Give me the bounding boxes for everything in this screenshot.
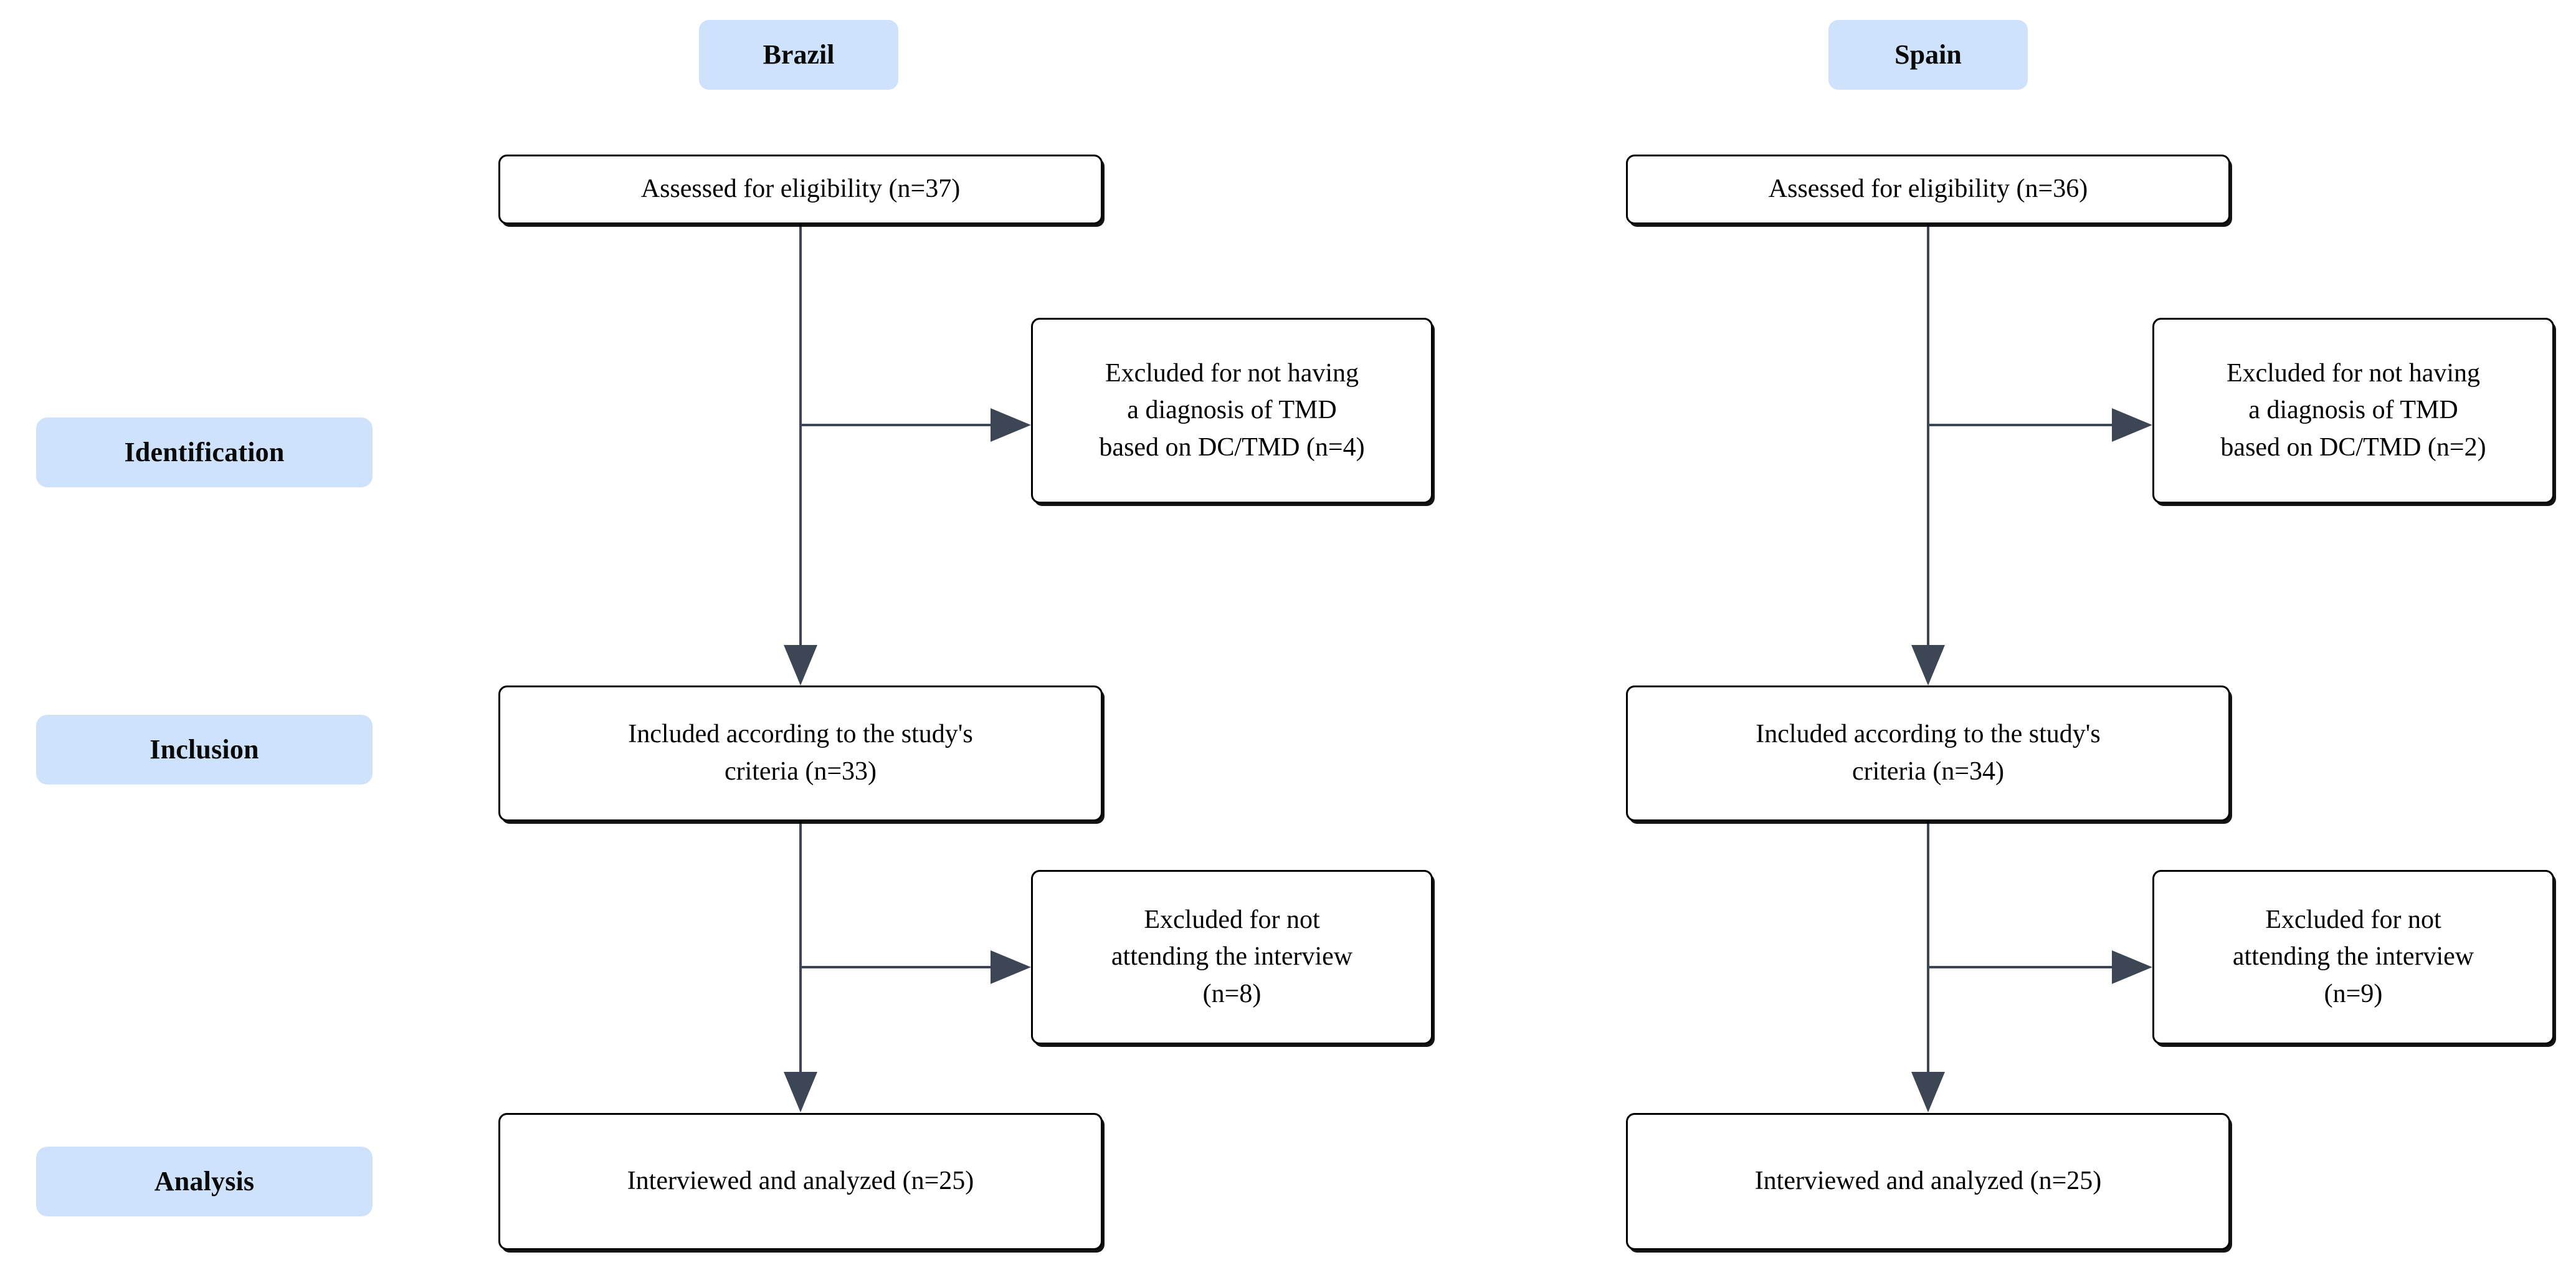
node-spain-excluded-no-interview-text: Excluded for not attending the interview… (2232, 905, 2474, 1008)
node-brazil-excluded-no-interview-text: Excluded for not attending the interview… (1111, 905, 1353, 1008)
node-spain-assessed: Assessed for eligibility (n=36) (1626, 155, 2230, 224)
phase-label-inclusion-text: Inclusion (150, 734, 259, 765)
node-brazil-analyzed: Interviewed and analyzed (n=25) (498, 1113, 1103, 1250)
node-brazil-analyzed-text: Interviewed and analyzed (n=25) (627, 1167, 974, 1196)
arrowhead-spain-excluded-1 (2112, 408, 2152, 442)
arrowhead-brazil-assessed-to-included (784, 645, 817, 685)
arrowhead-brazil-included-to-analyzed (784, 1072, 817, 1112)
phase-label-identification-text: Identification (124, 437, 285, 467)
column-header-spain-label: Spain (1894, 39, 1962, 70)
node-brazil-assessed: Assessed for eligibility (n=37) (498, 155, 1103, 224)
node-spain-excluded-no-tmd: Excluded for not having a diagnosis of T… (2152, 318, 2554, 504)
arrowhead-spain-assessed-to-included (1911, 645, 1945, 685)
node-spain-analyzed: Interviewed and analyzed (n=25) (1626, 1113, 2230, 1250)
node-brazil-excluded-no-tmd-text: Excluded for not having a diagnosis of T… (1099, 358, 1365, 462)
column-header-brazil-label: Brazil (763, 39, 835, 70)
arrowhead-spain-included-to-analyzed (1911, 1072, 1945, 1112)
node-spain-assessed-text: Assessed for eligibility (n=36) (1768, 174, 2088, 204)
node-brazil-included: Included according to the study's criter… (498, 685, 1103, 821)
phase-label-inclusion: Inclusion (36, 715, 373, 785)
arrowhead-brazil-excluded-2 (991, 950, 1031, 984)
node-spain-analyzed-text: Interviewed and analyzed (n=25) (1754, 1167, 2102, 1196)
node-spain-excluded-no-tmd-text: Excluded for not having a diagnosis of T… (2220, 358, 2486, 462)
node-brazil-excluded-no-interview: Excluded for not attending the interview… (1031, 870, 1433, 1044)
node-spain-excluded-no-interview: Excluded for not attending the interview… (2152, 870, 2554, 1044)
node-spain-included: Included according to the study's criter… (1626, 685, 2230, 821)
arrowhead-spain-excluded-2 (2112, 950, 2152, 984)
column-header-brazil: Brazil (699, 20, 898, 90)
node-brazil-included-text: Included according to the study's criter… (628, 720, 973, 786)
node-brazil-excluded-no-tmd: Excluded for not having a diagnosis of T… (1031, 318, 1433, 504)
phase-label-identification: Identification (36, 418, 373, 487)
node-spain-included-text: Included according to the study's criter… (1756, 720, 2101, 786)
phase-label-analysis-text: Analysis (154, 1166, 255, 1196)
node-brazil-assessed-text: Assessed for eligibility (n=37) (640, 174, 961, 204)
arrowhead-brazil-excluded-1 (991, 408, 1031, 442)
phase-label-analysis: Analysis (36, 1147, 373, 1216)
column-header-spain: Spain (1828, 20, 2028, 90)
